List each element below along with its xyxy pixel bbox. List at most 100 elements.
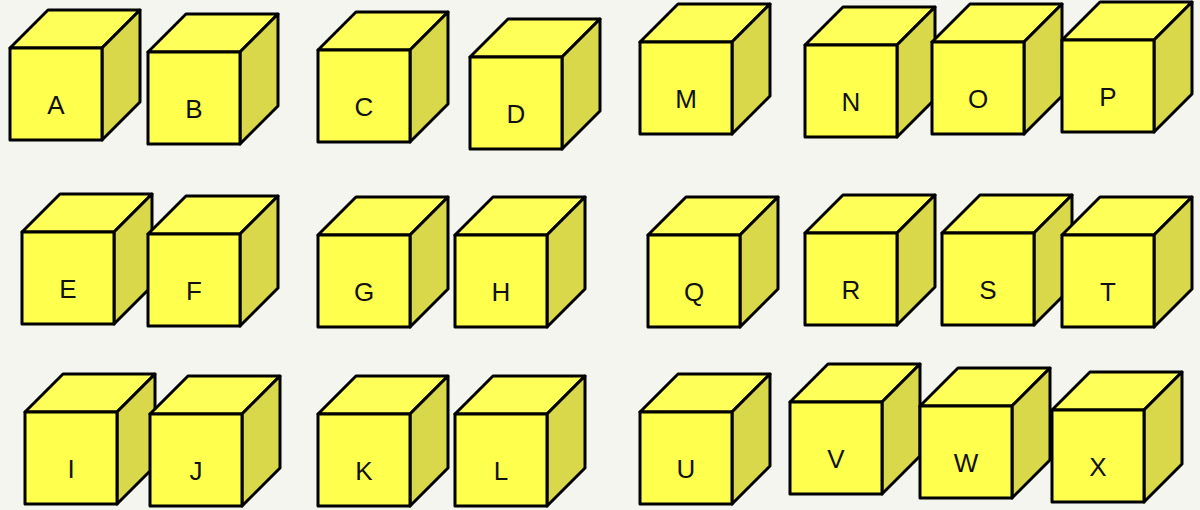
cube-outline — [640, 374, 770, 504]
letter-cube: H — [455, 197, 585, 327]
letter-cube: N — [805, 7, 935, 137]
cube-side-face — [882, 364, 920, 494]
letter-cube: V — [790, 364, 920, 494]
letter-cube: F — [148, 196, 278, 326]
letter-cube: S — [942, 195, 1072, 325]
letter-cube: A — [10, 10, 140, 140]
cube-side-face — [562, 19, 600, 149]
cube-front-face — [455, 414, 547, 506]
cube-letter: Q — [684, 279, 704, 305]
cube-outline — [25, 374, 155, 504]
cube-side-face — [410, 376, 448, 506]
cube-side-face — [1024, 4, 1062, 134]
cube-outline — [470, 19, 600, 149]
cube-letter: M — [675, 86, 697, 112]
cube-letter: X — [1089, 454, 1106, 480]
cube-side-face — [897, 195, 935, 325]
cube-outline — [318, 376, 448, 506]
cube-front-face — [470, 57, 562, 149]
cube-letter: I — [67, 456, 74, 482]
cube-front-face — [455, 235, 547, 327]
cube-side-face — [114, 194, 152, 324]
cube-letter: D — [507, 101, 526, 127]
cube-letter: N — [842, 89, 861, 115]
cube-front-face — [640, 42, 732, 134]
letter-cube: R — [805, 195, 935, 325]
cube-side-face — [1154, 197, 1192, 327]
cube-front-face — [932, 42, 1024, 134]
cube-front-face — [1062, 235, 1154, 327]
cube-outline — [1052, 372, 1182, 502]
cube-letter: V — [827, 446, 844, 472]
cube-letter: H — [492, 279, 511, 305]
cube-letter: S — [979, 277, 996, 303]
cube-side-face — [240, 196, 278, 326]
cube-front-face — [148, 52, 240, 144]
cube-letter: G — [354, 279, 374, 305]
cube-outline — [640, 4, 770, 134]
cube-outline — [318, 12, 448, 142]
cube-letter: U — [677, 456, 696, 482]
cube-letter: C — [355, 94, 374, 120]
cube-side-face — [547, 376, 585, 506]
cube-side-face — [410, 197, 448, 327]
cube-front-face — [318, 235, 410, 327]
cube-letter: L — [494, 458, 508, 484]
cube-front-face — [150, 414, 242, 506]
letter-cube: G — [318, 197, 448, 327]
cube-side-face — [732, 374, 770, 504]
letter-cube: J — [150, 376, 280, 506]
letter-cube: U — [640, 374, 770, 504]
letter-cube: W — [920, 368, 1050, 498]
cube-outline — [790, 364, 920, 494]
cube-side-face — [242, 376, 280, 506]
cube-front-face — [10, 48, 102, 140]
cube-outline — [648, 197, 778, 327]
cube-letter: O — [968, 86, 988, 112]
cube-outline — [22, 194, 152, 324]
cube-letter: A — [47, 92, 64, 118]
cube-side-face — [410, 12, 448, 142]
letter-cube: M — [640, 4, 770, 134]
cube-front-face — [942, 233, 1034, 325]
cube-outline — [148, 14, 278, 144]
cube-outline — [455, 376, 585, 506]
cube-front-face — [148, 234, 240, 326]
cube-front-face — [1062, 40, 1154, 132]
letter-cube: D — [470, 19, 600, 149]
cube-outline — [805, 7, 935, 137]
cube-outline — [10, 10, 140, 140]
cube-letter: P — [1099, 84, 1116, 110]
letter-cube: P — [1062, 2, 1192, 132]
cube-side-face — [240, 14, 278, 144]
cube-side-face — [1012, 368, 1050, 498]
cube-front-face — [805, 45, 897, 137]
cube-outline — [920, 368, 1050, 498]
cube-letter: W — [954, 450, 979, 476]
letter-cube: Q — [648, 197, 778, 327]
cube-outline — [932, 4, 1062, 134]
cube-side-face — [732, 4, 770, 134]
cube-outline — [318, 197, 448, 327]
cube-side-face — [1144, 372, 1182, 502]
letter-cube: X — [1052, 372, 1182, 502]
letter-cube: O — [932, 4, 1062, 134]
cube-front-face — [805, 233, 897, 325]
cube-front-face — [640, 412, 732, 504]
cube-letter: K — [355, 458, 372, 484]
cube-outline — [942, 195, 1072, 325]
cube-letter: R — [842, 277, 861, 303]
letter-cube: C — [318, 12, 448, 142]
letter-cube: K — [318, 376, 448, 506]
cube-outline — [1062, 2, 1192, 132]
cube-letter: T — [1100, 279, 1116, 305]
letter-cube: E — [22, 194, 152, 324]
cube-outline — [148, 196, 278, 326]
cube-side-face — [740, 197, 778, 327]
cube-front-face — [22, 232, 114, 324]
cube-outline — [805, 195, 935, 325]
cube-front-face — [318, 50, 410, 142]
cube-outline — [1062, 197, 1192, 327]
letter-cube: T — [1062, 197, 1192, 327]
